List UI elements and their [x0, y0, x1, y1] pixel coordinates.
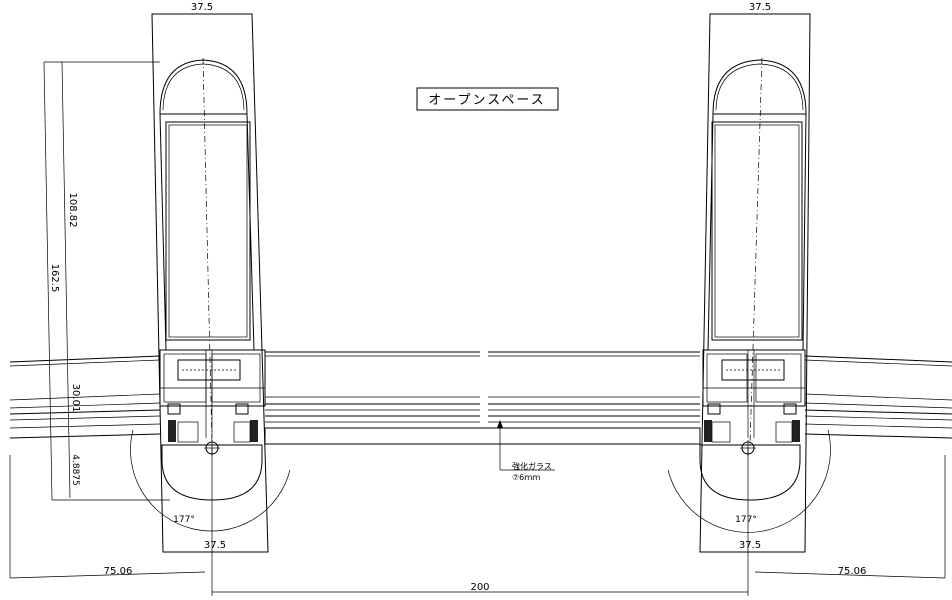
left-outer-frame [151, 13, 269, 553]
left-inner-height: 108.82 [67, 193, 78, 228]
right-inner-panel [711, 121, 803, 341]
center-span-label: 200 [470, 582, 489, 593]
left-inner-panel [165, 121, 251, 341]
right-bottom-cap [699, 444, 801, 501]
glass-callout: 強化ガラス ⑦6ｍｍ [497, 420, 555, 482]
frame-rails [9, 351, 952, 445]
left-small-gap: 4.8875 [70, 454, 80, 486]
left-lock-box [177, 359, 241, 381]
right-angle-label: 177° [735, 515, 757, 525]
left-mechanism-block [159, 349, 266, 407]
left-offset-dimension: 75.06 [104, 566, 133, 577]
right-top-dimension: 37.5 [749, 2, 771, 13]
right-top-cap [712, 59, 807, 115]
right-bottom-dimension: 37.5 [739, 540, 761, 551]
left-bottom-dimension: 37.5 [204, 540, 226, 551]
left-outer-height: 162.5 [49, 264, 60, 293]
glass-type-label: 強化ガラス [512, 461, 552, 471]
left-swing-arc [130, 429, 291, 532]
right-swing-arc [667, 429, 831, 533]
left-center-line [202, 57, 213, 446]
left-pivot-assembly: 37.5 [9, 2, 291, 580]
open-space-box: オープンスペース [416, 87, 559, 111]
right-pivot-assembly: 37.5 37.5 177° 75.06 [667, 2, 946, 580]
glass-panel [264, 427, 701, 445]
open-space-label: オープンスペース [428, 93, 545, 108]
glass-thickness-label: ⑦6ｍｍ [512, 473, 540, 482]
left-frame-depth: 30.01 [70, 384, 81, 413]
left-top-dimension: 37.5 [191, 2, 213, 13]
right-offset-dimension: 75.06 [838, 566, 867, 577]
right-lock-box [721, 359, 785, 381]
center-span-dimension: 200 [211, 580, 749, 596]
left-angle-label: 177° [173, 515, 195, 525]
